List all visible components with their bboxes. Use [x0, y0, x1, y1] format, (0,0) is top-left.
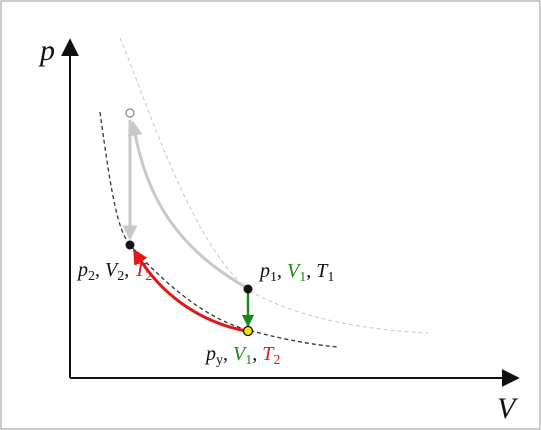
x-axis-label: V: [497, 392, 519, 425]
y-axis-label: p: [38, 34, 55, 67]
point-py: [242, 325, 254, 337]
label-p1-state: p1, V1, T1: [258, 260, 334, 285]
isotherm-t2-curve: [99, 111, 339, 348]
upper-open-point: [125, 108, 135, 118]
gray-process-curve: [127, 120, 248, 290]
point-p2: [125, 240, 135, 250]
label-p2-state: p2, V2, T2: [76, 259, 152, 284]
point-p1: [243, 284, 253, 294]
red-process-curve: [132, 248, 247, 333]
label-py-state: py, V1, T2: [204, 343, 280, 368]
